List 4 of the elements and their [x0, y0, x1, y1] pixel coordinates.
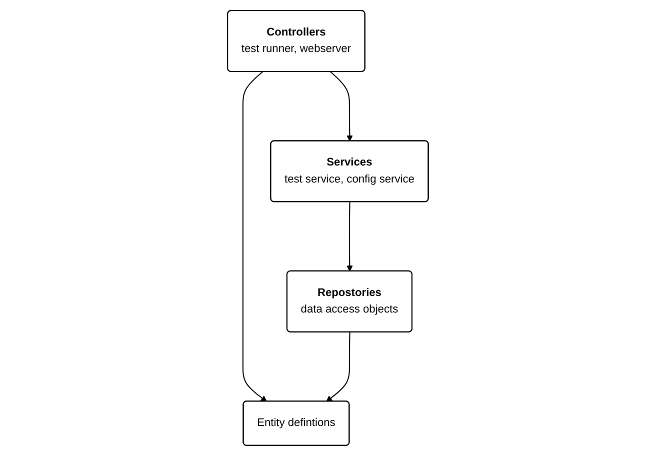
arrow [242, 71, 267, 402]
arrow [330, 71, 352, 142]
arrow [326, 332, 350, 402]
arrow [346, 202, 352, 272]
